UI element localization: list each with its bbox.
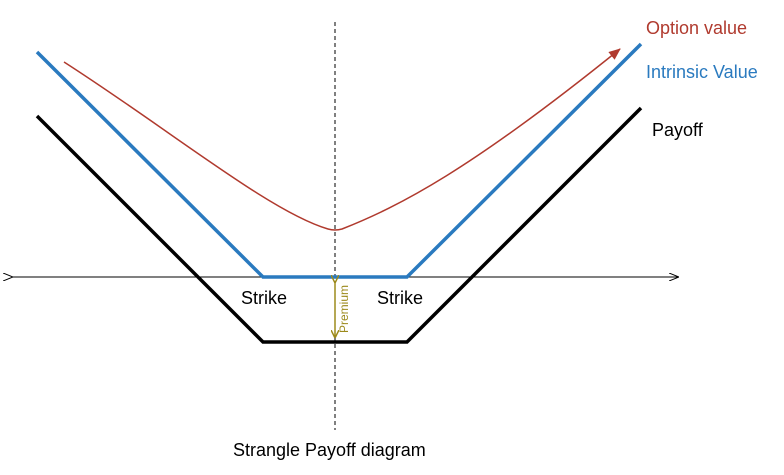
intrinsic-value-label: Intrinsic Value — [646, 62, 758, 82]
option-value-label: Option value — [646, 18, 747, 38]
payoff-line — [35, 106, 643, 344]
strike-left-label: Strike — [241, 288, 287, 308]
option-value-curve — [63, 48, 621, 231]
intrinsic-value-line — [35, 42, 643, 279]
strike-right-label: Strike — [377, 288, 423, 308]
payoff-label: Payoff — [652, 120, 704, 140]
premium-label: Premium — [337, 285, 351, 333]
diagram-caption: Strangle Payoff diagram — [233, 440, 426, 460]
